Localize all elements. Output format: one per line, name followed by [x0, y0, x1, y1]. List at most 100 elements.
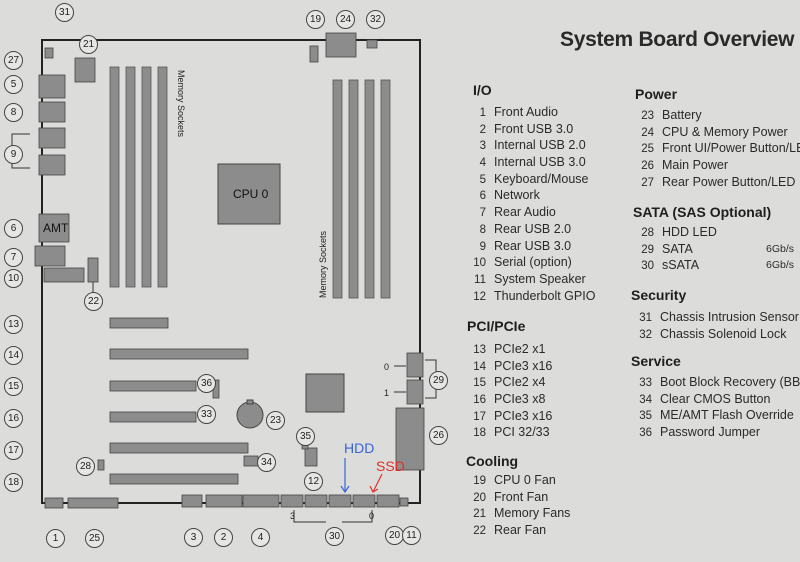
- legend-item-number: 16: [473, 394, 486, 407]
- callout-3: 3: [184, 528, 203, 547]
- legend-item: 30 sSATA 6Gb/s: [626, 257, 794, 274]
- callout-28: 28: [76, 457, 95, 476]
- callout-22: 22: [84, 292, 103, 311]
- ssd-annotation: SSD: [376, 458, 405, 474]
- callout-2: 2: [214, 528, 233, 547]
- legend-item-label: sSATA: [662, 258, 700, 273]
- legend-item-note: 6Gb/s: [766, 259, 795, 272]
- callout-14: 14: [4, 346, 23, 365]
- section-heading-service: Service: [631, 353, 681, 369]
- legend-item-label: ME/AMT Flash Override: [660, 408, 794, 423]
- battery: [236, 401, 264, 429]
- legend-item-number: 4: [479, 157, 486, 170]
- callout-6: 6: [4, 219, 23, 238]
- legend-item-number: 21: [473, 508, 486, 521]
- legend-item-number: 29: [641, 243, 654, 256]
- legend-item-number: 13: [473, 344, 486, 356]
- expansion-slots: [109, 317, 249, 485]
- legend-item-number: 6: [479, 190, 486, 203]
- callout-23: 23: [266, 411, 285, 430]
- section-heading-cooling: Cooling: [466, 453, 519, 469]
- legend-item-label: Front UI/Power Button/LED: [662, 141, 800, 156]
- ssd-arrow: [369, 473, 383, 493]
- callout-13: 13: [4, 315, 23, 334]
- legend-item-label: PCI 32/33: [494, 425, 550, 440]
- callout-26: 26: [429, 426, 448, 445]
- tick-3: 3: [290, 511, 295, 521]
- legend-item-label: PCIe3 x16: [494, 358, 553, 373]
- legend-item-number: 10: [473, 257, 486, 270]
- legend-item-label: PCIe2 x1: [494, 342, 546, 356]
- legend-item: 33 Boot Block Recovery (BBR): [624, 374, 800, 391]
- chipset: [305, 373, 345, 413]
- legend-item: 16 PCIe3 x8: [458, 391, 552, 408]
- legend-item-label: Thunderbolt GPIO: [494, 288, 596, 303]
- legend-item-number: 31: [639, 312, 652, 324]
- callout-18: 18: [4, 473, 23, 492]
- legend-item: 10 Serial (option): [458, 254, 595, 271]
- section-heading-security: Security: [631, 287, 687, 303]
- section-heading-power: Power: [635, 86, 678, 102]
- rear-io-connectors: [34, 47, 85, 283]
- callout-4: 4: [251, 528, 270, 547]
- legend-item-label: Clear CMOS Button: [660, 391, 771, 406]
- legend-item-label: System Speaker: [494, 271, 586, 286]
- legend-item-number: 24: [641, 126, 654, 139]
- callout-19: 19: [306, 10, 325, 29]
- legend-item-label: PCIe2 x4: [494, 375, 546, 390]
- legend-item-label: Rear USB 3.0: [494, 238, 572, 253]
- callout-8: 8: [4, 103, 23, 122]
- legend-item-label: PCIe3 x8: [494, 392, 546, 407]
- bottom-connectors: [44, 494, 409, 509]
- legend-item-number: 33: [639, 377, 652, 389]
- legend-item-label: Rear Fan: [494, 523, 547, 538]
- legend-item: 13 PCIe2 x1: [458, 341, 552, 358]
- section-heading-pci: PCI/PCIe: [467, 318, 526, 334]
- legend-item: 15 PCIe2 x4: [458, 374, 552, 391]
- legend-item-label: Chassis Intrusion Sensor: [660, 310, 799, 324]
- legend-item-label: CPU & Memory Power: [662, 124, 788, 139]
- tick-0-upper: 0: [384, 362, 389, 372]
- hdd-arrow: [340, 458, 350, 494]
- legend-item: 2 Front USB 3.0: [458, 121, 595, 138]
- legend-item-note: 6Gb/s: [766, 242, 795, 255]
- legend-item-number: 23: [641, 110, 654, 122]
- legend-item-label: Boot Block Recovery (BBR): [660, 375, 800, 389]
- callout-35: 35: [296, 427, 315, 446]
- legend-item-number: 12: [473, 290, 486, 303]
- section-heading-io: I/O: [473, 82, 492, 98]
- callout-21: 21: [79, 35, 98, 54]
- legend-item-label: Serial (option): [494, 255, 572, 270]
- callout-33: 33: [197, 405, 216, 424]
- tick-1: 1: [384, 388, 389, 398]
- callout-1: 1: [46, 529, 65, 548]
- callout-27: 27: [4, 51, 23, 70]
- legend-item-number: 5: [479, 173, 486, 186]
- legend-item-label: Internal USB 2.0: [494, 138, 586, 153]
- legend-item-label: Password Jumper: [660, 425, 761, 440]
- legend-item-number: 11: [474, 273, 486, 286]
- legend-item-number: 19: [473, 475, 486, 487]
- legend-item: 11 System Speaker: [458, 271, 595, 288]
- legend-item-number: 30: [641, 260, 654, 273]
- legend-item-number: 15: [473, 377, 486, 390]
- legend-item-label: Front USB 3.0: [494, 121, 574, 136]
- callout-36: 36: [197, 374, 216, 393]
- legend-item-number: 36: [639, 427, 652, 440]
- cpu-label: CPU 0: [233, 187, 269, 201]
- legend-item-label: Network: [494, 188, 540, 203]
- callout-32: 32: [366, 10, 385, 29]
- legend-item-number: 2: [479, 123, 486, 136]
